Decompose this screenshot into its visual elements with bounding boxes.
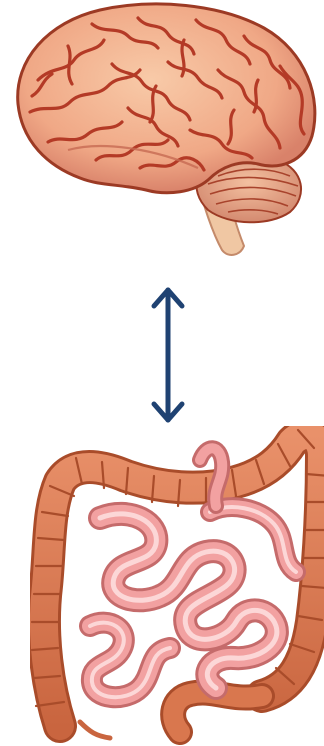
intestines-icon	[30, 426, 324, 746]
brain-icon	[8, 0, 324, 262]
double-headed-arrow-icon	[148, 282, 188, 428]
